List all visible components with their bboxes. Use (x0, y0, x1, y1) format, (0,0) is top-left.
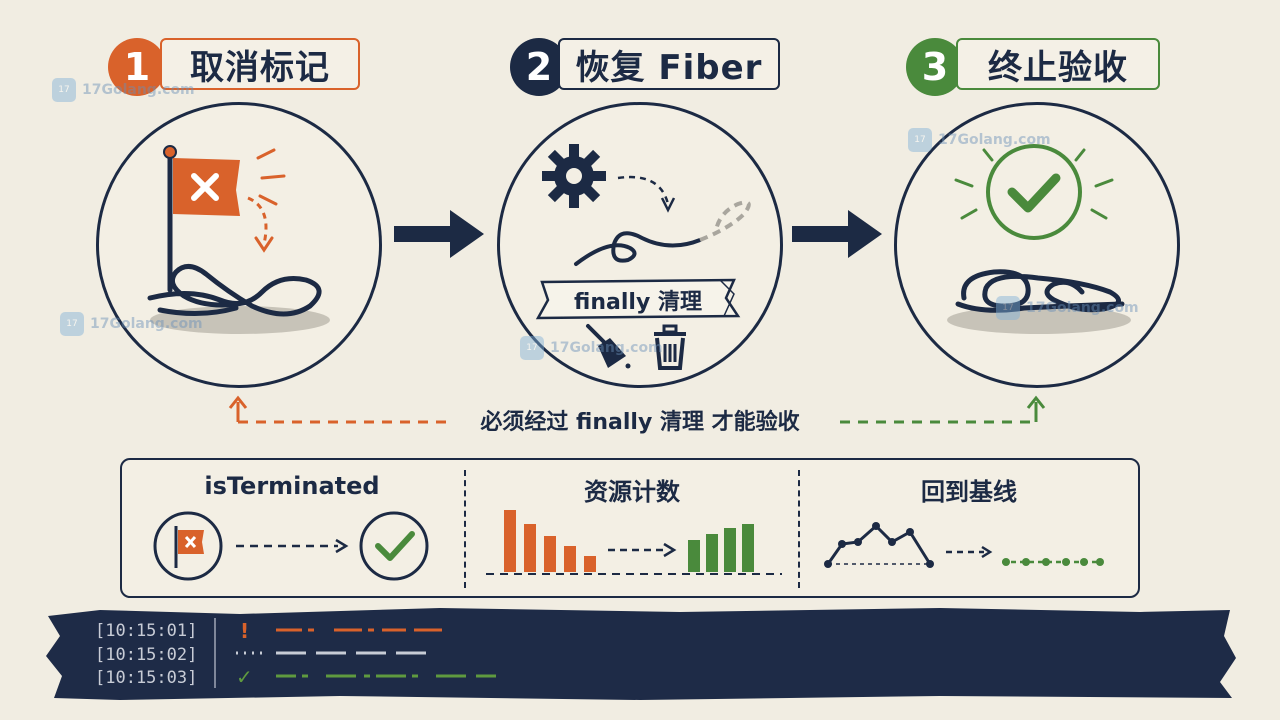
step-1-label: 取消标记 (160, 38, 360, 90)
watermark-logo-icon: 17 (60, 312, 84, 336)
panel-divider-1 (464, 470, 466, 588)
log-warning-mark: ! (240, 619, 250, 643)
panel-title-baseline: 回到基线 (921, 478, 1017, 506)
watermark-3: 17 17Golang.com (908, 128, 1051, 152)
finally-banner-label: finally 清理 (574, 290, 702, 315)
cancel-flag-circle (96, 102, 382, 388)
flag-x-icon (163, 145, 286, 293)
resource-count-bars (486, 510, 782, 575)
step-2-label: 恢复 Fiber (558, 38, 780, 90)
watermark-logo-icon: 17 (996, 296, 1020, 320)
watermark-logo-icon: 17 (908, 128, 932, 152)
log-success-mark: ✓ (236, 665, 253, 689)
neat-coil-icon (947, 269, 1131, 334)
watermark-text: 17Golang.com (82, 82, 195, 98)
log-dash-lines (236, 628, 496, 678)
watermark-logo-icon: 17 (52, 78, 76, 102)
watermark-2: 17 17Golang.com (60, 312, 203, 336)
panel-title-resource-count: 资源计数 (584, 478, 680, 506)
rope-knot-icon (147, 264, 330, 334)
finally-banner (535, 278, 741, 320)
watermark-1: 17 17Golang.com (52, 78, 195, 102)
requirement-text: 必须经过 finally 清理 才能验收 (480, 410, 800, 435)
arrow-right-1 (394, 210, 484, 258)
restore-fiber-circle (497, 102, 783, 388)
step-3-label: 终止验收 (956, 38, 1160, 90)
terminal-log-background (46, 608, 1236, 700)
watermark-5: 17 17Golang.com (996, 296, 1139, 320)
baseline-line-chart (824, 522, 1104, 568)
check-circle-icon (954, 144, 1114, 240)
requirement-feedback-lines (228, 395, 1046, 424)
termination-circle (894, 102, 1180, 388)
watermark-logo-icon: 17 (520, 336, 544, 360)
step-3-number: 3 (906, 38, 964, 96)
watermark-text: 17Golang.com (938, 132, 1051, 148)
watermark-text: 17Golang.com (1026, 300, 1139, 316)
isterminated-transition (153, 511, 429, 581)
arrow-right-2 (792, 210, 882, 258)
log-timestamp-1: [10:15:01] (95, 621, 198, 641)
panel-divider-2 (798, 470, 800, 588)
fiber-thread-icon (574, 175, 751, 266)
panel-title-isterminated: isTerminated (204, 472, 380, 500)
watermark-text: 17Golang.com (550, 340, 663, 356)
trash-icon (654, 324, 686, 370)
terminal-divider (214, 618, 216, 688)
log-timestamp-3: [10:15:03] (95, 668, 198, 688)
gear-icon (542, 144, 606, 208)
step-1-number: 1 (108, 38, 166, 96)
watermark-text: 17Golang.com (90, 316, 203, 332)
watermark-4: 17 17Golang.com (520, 336, 663, 360)
broom-icon (586, 324, 631, 369)
log-timestamp-2: [10:15:02] (95, 645, 198, 665)
